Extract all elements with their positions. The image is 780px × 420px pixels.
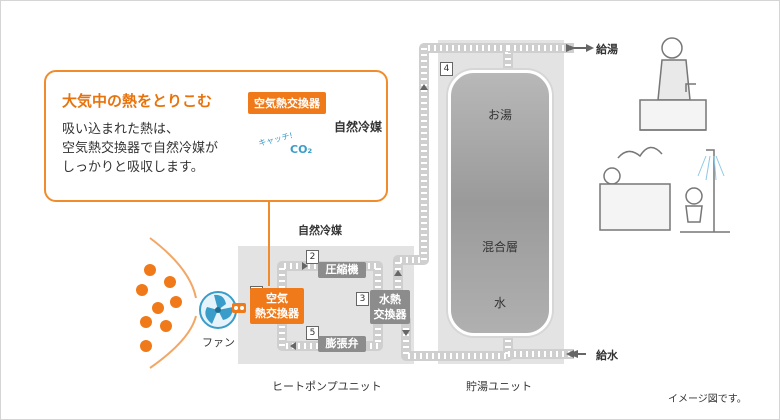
callout-text-line1: 吸い込まれた熱は、 [62, 122, 180, 137]
heat-particles [136, 264, 182, 352]
bath-illustration [599, 146, 730, 233]
tank-hot-water-label: お湯 [487, 108, 512, 122]
component-2-number: 2 [306, 250, 319, 264]
callout-tag: 空気熱交換器 [248, 92, 326, 114]
callout-refrigerant-label: 自然冷媒 [334, 120, 383, 134]
component-4-number: 4 [440, 62, 453, 76]
compressor: 圧縮機 [318, 262, 366, 278]
air-heat-exchanger-line1: 空気 [266, 292, 288, 305]
water-circuit [393, 43, 513, 361]
callout-box [44, 70, 388, 202]
heat-char-label: 熱 [266, 175, 277, 188]
component-3-number: 3 [356, 292, 369, 306]
callout-text-line3: しっかりと吸収します。 [62, 160, 204, 175]
kitchen-illustration [639, 37, 707, 131]
component-5-number: 5 [306, 326, 319, 340]
heat-pump-unit-label: ヒートポンプユニット [272, 380, 382, 393]
callout-connector-line [268, 202, 270, 286]
water-heat-exchanger-line1: 水熱 [379, 293, 401, 306]
hot-water-supply-label: 給湯 [596, 43, 618, 56]
expansion-valve: 膨張弁 [318, 336, 366, 352]
callout-title: 大気中の熱をとりこむ [62, 92, 213, 110]
fan-label: ファン [202, 336, 235, 349]
image-note: イメージ図です。 [668, 394, 747, 405]
tank-water-label: 水 [493, 296, 506, 310]
water-heat-exchanger: 水熱 交換器 [370, 290, 410, 324]
refrigerant-label: 自然冷媒 [298, 224, 342, 237]
fan-icon [199, 291, 237, 329]
callout-text: 吸い込まれた熱は、 空気熱交換器で自然冷媒が しっかりと吸収します。 [62, 120, 218, 177]
water-inlet-label: 給水 [596, 349, 618, 362]
callout-text-line2: 空気熱交換器で自然冷媒が [62, 141, 219, 156]
water-heat-exchanger-line2: 交換器 [373, 308, 407, 321]
air-heat-exchanger: 空気 熱交換器 [250, 288, 304, 324]
air-heat-exchanger-line2: 熱交換器 [255, 307, 299, 320]
tank-mixed-layer-label: 混合層 [481, 240, 518, 254]
connector-icon [232, 303, 246, 313]
storage-unit-label: 貯湯ユニット [466, 380, 532, 393]
hot-water-tank [448, 70, 552, 336]
co2-label: CO₂ [290, 143, 313, 156]
